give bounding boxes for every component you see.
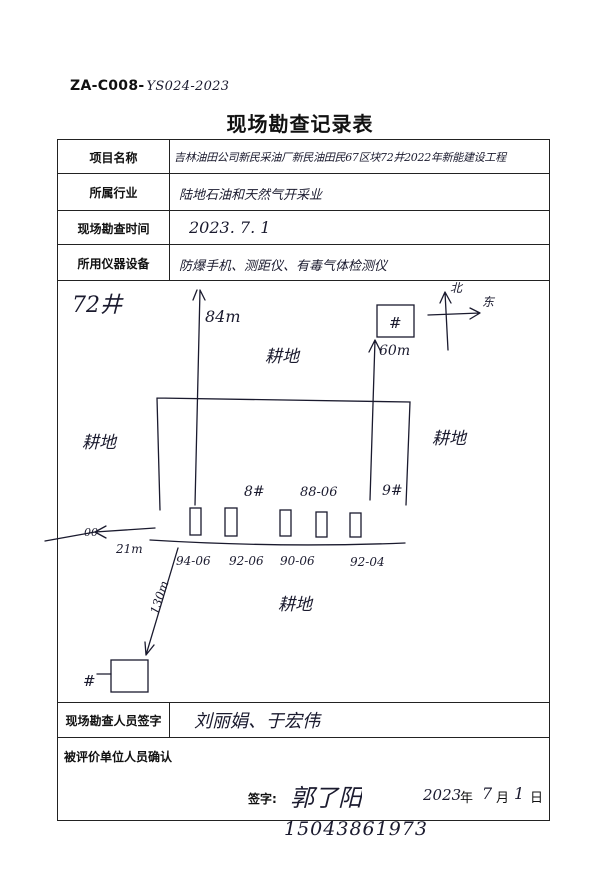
- distance-60m: 60m: [379, 343, 410, 359]
- row-divider: [58, 244, 549, 245]
- well-row-baseline: [149, 539, 406, 546]
- confirm-signature: 郭了阳: [290, 784, 362, 812]
- left-line: [44, 531, 96, 542]
- confirm-label: 被评价单位人员确认: [64, 750, 173, 764]
- target-box-bottom: [110, 659, 149, 693]
- investigator-label: 现场勘查人员签字: [65, 714, 162, 728]
- left-node-label: 00: [84, 526, 98, 539]
- wellhead-88-06: [315, 511, 328, 538]
- arrow-84m: [192, 289, 206, 506]
- industry-value: 陆地石油和天然气开采业: [179, 188, 323, 203]
- label-94-06: 94-06: [176, 554, 211, 568]
- wellhead-92-04: [349, 512, 362, 538]
- farmland-right: 耕地: [432, 429, 468, 449]
- equipment-value: 防爆手机、测距仪、有毒气体检测仪: [179, 259, 388, 274]
- doc-handwritten-number: YS024-2023: [146, 79, 230, 94]
- record-table: 项目名称 所属行业 现场勘查时间 所用仪器设备 吉林油田公司新民采油厂新民油田民…: [57, 139, 550, 821]
- east-arrow: [427, 307, 481, 320]
- distance-84m: 84m: [205, 307, 241, 326]
- target-box-top: [376, 304, 415, 338]
- farmland-bottom: 耕地: [278, 595, 314, 615]
- hash-bottom: #: [83, 672, 96, 690]
- date-month: 7: [482, 784, 493, 803]
- farmland-left: 耕地: [82, 433, 118, 453]
- arrow-21m: [94, 525, 156, 539]
- sign-label: 签字:: [248, 792, 277, 806]
- north-arrow: [439, 291, 452, 351]
- wellhead-92-06: [224, 507, 238, 537]
- distance-130m: 130m: [148, 579, 172, 616]
- survey-time-label: 现场勘查时间: [77, 222, 150, 236]
- arrow-60m: [368, 339, 382, 501]
- date-year: 2023: [423, 786, 462, 804]
- distance-21m: 21m: [115, 542, 143, 556]
- north-label: 北: [450, 281, 464, 295]
- year-char: 年: [460, 791, 474, 806]
- investigator-signature: 刘丽娟、于宏伟: [194, 711, 320, 732]
- project-name-label: 项目名称: [89, 151, 138, 165]
- column-divider: [169, 140, 170, 280]
- row-divider: [58, 210, 549, 211]
- well-88-06-label: 88-06: [300, 485, 337, 500]
- equipment-label: 所用仪器设备: [77, 257, 150, 271]
- label-92-04: 92-04: [350, 555, 385, 569]
- row-divider: [58, 737, 549, 738]
- date-day: 1: [514, 784, 525, 803]
- row-divider: [58, 280, 549, 281]
- well-8-label: 8#: [244, 484, 265, 500]
- phone-number: 15043861973: [284, 818, 428, 840]
- page-title: 现场勘查记录表: [226, 112, 374, 136]
- well-72-label: 72井: [72, 293, 124, 318]
- industry-label: 所属行业: [89, 186, 138, 200]
- row-divider: [58, 173, 549, 174]
- farmland-top: 耕地: [265, 347, 301, 367]
- survey-time-value: 2023. 7. 1: [189, 218, 271, 237]
- row-divider: [58, 702, 549, 703]
- east-label: 东: [482, 295, 496, 309]
- label-90-06: 90-06: [280, 554, 315, 568]
- month-char: 月: [496, 791, 510, 806]
- day-char: 日: [530, 791, 544, 806]
- well-9-label: 9#: [382, 483, 403, 499]
- wellhead-90-06: [279, 509, 292, 537]
- column-divider: [169, 702, 170, 737]
- hash-top: #: [389, 314, 402, 332]
- arrow-130m: [144, 547, 179, 656]
- doc-prefix: ZA-C008-: [70, 78, 145, 94]
- document-number: ZA-C008-YS024-2023: [70, 78, 229, 94]
- station-boundary: [156, 397, 411, 511]
- wellhead-94-06: [189, 507, 202, 536]
- project-name-value: 吉林油田公司新民采油厂新民油田民67区块72井2022年新能建设工程: [174, 151, 506, 164]
- label-92-06: 92-06: [229, 554, 264, 568]
